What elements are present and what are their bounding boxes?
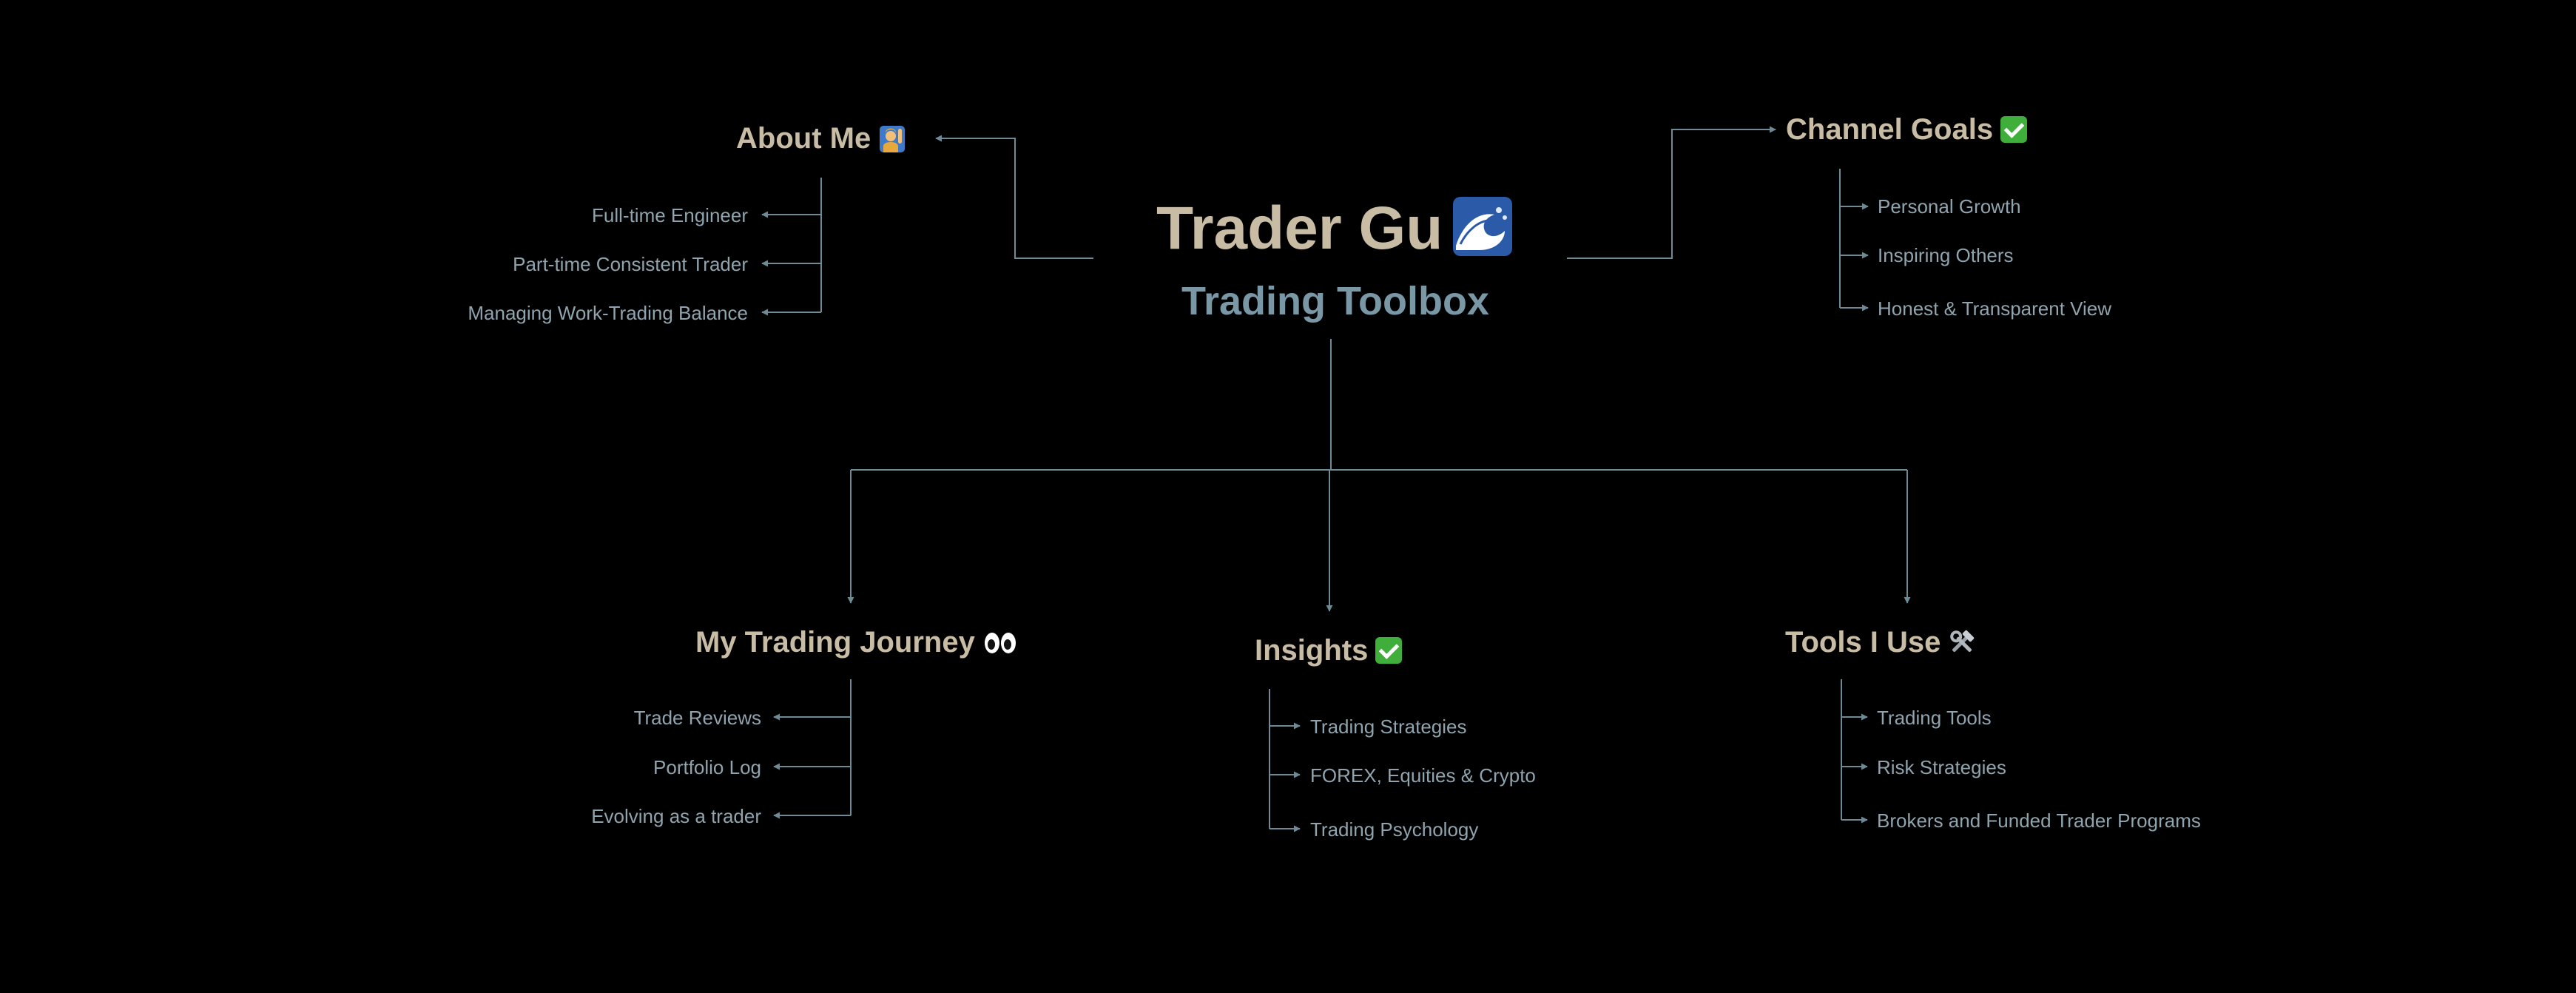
insights-heading: Insights — [1255, 634, 1403, 667]
about-me-item: Managing Work-Trading Balance — [468, 302, 748, 324]
hammer-and-wrench-icon — [1950, 630, 1975, 652]
center-title: Trader Gu — [1156, 195, 1513, 262]
ocean-wave-icon — [1453, 197, 1513, 256]
channel-goals-heading: Channel Goals — [1786, 113, 2028, 146]
channel-goals-heading-text: Channel Goals — [1786, 113, 1994, 146]
about-me-item: Full-time Engineer — [592, 204, 748, 226]
channel-goals-item: Honest & Transparent View — [1878, 297, 2112, 320]
check-mark-icon — [1375, 637, 1403, 664]
insights-heading-text: Insights — [1255, 634, 1369, 667]
tools-heading: Tools I Use — [1785, 627, 1976, 657]
eyes-icon — [984, 633, 1016, 653]
journey-item: Portfolio Log — [653, 756, 761, 778]
check-mark-icon — [2000, 116, 2028, 143]
person-raising-hand-icon — [880, 126, 906, 152]
tools-item: Trading Tools — [1877, 707, 1992, 729]
tools-heading-text: Tools I Use — [1785, 626, 1941, 659]
center-title-text: Trader Gu — [1156, 195, 1443, 262]
center-subtitle: Trading Toolbox — [1181, 279, 1489, 323]
journey-heading: My Trading Journey — [695, 627, 1016, 657]
insights-item: Trading Psychology — [1310, 818, 1479, 841]
insights-item: Trading Strategies — [1310, 716, 1467, 738]
journey-heading-text: My Trading Journey — [695, 626, 975, 659]
about-me-heading: About Me — [736, 122, 906, 155]
channel-goals-item: Personal Growth — [1878, 195, 2021, 218]
about-me-item: Part-time Consistent Trader — [513, 253, 748, 275]
channel-goals-item: Inspiring Others — [1878, 244, 2014, 266]
journey-item: Evolving as a trader — [591, 805, 761, 827]
connector-center-about-me — [935, 135, 1093, 259]
insights-item: FOREX, Equities & Crypto — [1310, 764, 1536, 787]
tools-item: Risk Strategies — [1877, 756, 2006, 778]
about-me-heading-text: About Me — [736, 122, 871, 155]
journey-item: Trade Reviews — [633, 707, 761, 729]
connector-center-channel-goals — [1567, 126, 1776, 259]
tools-item: Brokers and Funded Trader Programs — [1877, 809, 2201, 832]
